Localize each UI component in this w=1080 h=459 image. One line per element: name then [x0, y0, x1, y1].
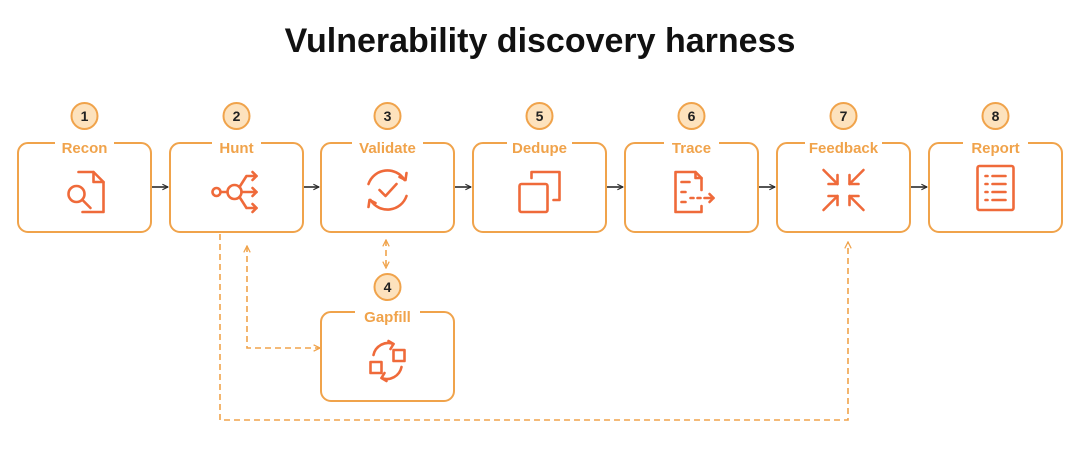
stage-number-feedback: 7 — [840, 108, 848, 124]
stage-feedback: Feedback 7 — [776, 102, 911, 233]
stage-number-recon: 1 — [81, 108, 89, 124]
stage-label-dedupe: Dedupe — [512, 140, 567, 157]
stage-label-report: Report — [971, 140, 1019, 157]
stage-recon: Recon 1 — [17, 102, 152, 233]
branching-arrows-icon — [211, 170, 258, 214]
hunt-to-gapfill-connector — [247, 246, 320, 348]
list-document-icon — [976, 164, 1015, 212]
stage-label-feedback: Feedback — [809, 140, 879, 157]
document-arrow-icon — [674, 170, 715, 214]
stage-report: Report 8 — [928, 102, 1063, 233]
stage-number-report: 8 — [992, 108, 1000, 124]
stage-number-hunt: 2 — [233, 108, 241, 124]
stage-number-validate: 3 — [384, 108, 392, 124]
stage-number-gapfill: 4 — [384, 279, 392, 295]
stage-label-gapfill: Gapfill — [364, 309, 411, 326]
search-document-icon — [67, 170, 105, 214]
stage-label-trace: Trace — [672, 140, 711, 157]
stage-number-trace: 6 — [688, 108, 696, 124]
stage-label-hunt: Hunt — [219, 140, 253, 157]
cycle-squares-icon — [369, 339, 406, 383]
stage-validate: Validate 3 — [320, 102, 455, 233]
hunt-to-feedback-connector — [219, 234, 848, 421]
stage-number-dedupe: 5 — [536, 108, 544, 124]
stage-dedupe: Dedupe 5 — [472, 102, 607, 233]
stage-gapfill: Gapfill 4 — [320, 273, 455, 402]
stage-hunt: Hunt 2 — [169, 102, 304, 233]
refresh-check-icon — [367, 169, 408, 211]
diagram-title: Vulnerability discovery harness — [285, 22, 796, 60]
overlapping-squares-icon — [518, 170, 561, 214]
stage-label-validate: Validate — [359, 140, 416, 157]
stage-trace: Trace 6 — [624, 102, 759, 233]
stage-label-recon: Recon — [62, 140, 108, 157]
converging-arrows-icon — [822, 168, 865, 212]
